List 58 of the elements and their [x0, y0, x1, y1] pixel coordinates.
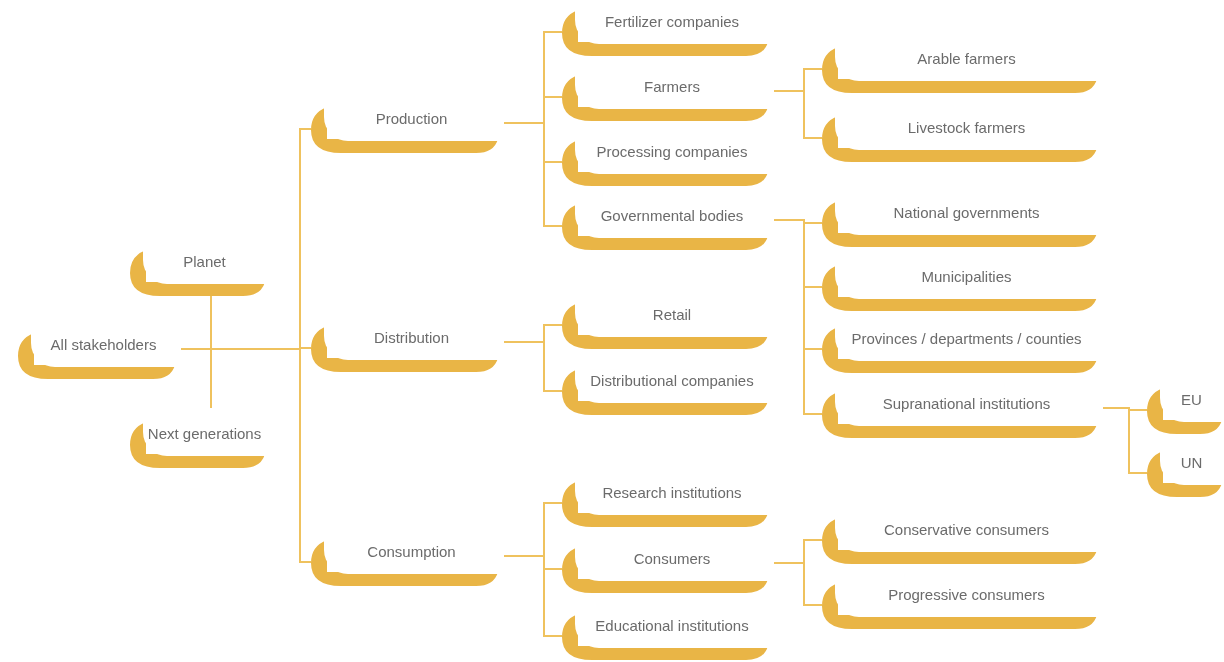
tab-node — [822, 518, 1097, 564]
tab-node — [822, 583, 1097, 629]
tab-node — [562, 10, 768, 56]
tab-node — [130, 422, 265, 468]
tab-node — [822, 392, 1097, 438]
tab-node — [18, 333, 175, 379]
node-label: EU — [1180, 390, 1203, 410]
tab-node — [311, 326, 498, 372]
connector-line — [503, 555, 563, 637]
connector-line — [773, 562, 823, 606]
node-label: Next generations — [146, 424, 263, 444]
tab-node — [562, 547, 768, 593]
tab-node — [562, 303, 768, 349]
node-label: Supranational institutions — [881, 394, 1052, 414]
node-label: Provinces / departments / counties — [850, 329, 1083, 349]
tab-node — [1147, 451, 1222, 497]
node-label: Governmental bodies — [599, 206, 745, 226]
tab-node — [562, 204, 768, 250]
node-label: Production — [374, 109, 449, 129]
tab-node — [311, 107, 498, 153]
tab-node — [822, 327, 1097, 373]
node-label: Municipalities — [920, 267, 1013, 287]
node-label: Farmers — [643, 77, 701, 97]
tab-node — [562, 140, 768, 186]
node-label: Progressive consumers — [887, 585, 1046, 605]
tab-node — [822, 265, 1097, 311]
tab-node — [822, 201, 1097, 247]
node-label: Retail — [651, 305, 693, 325]
connector-line — [503, 122, 563, 227]
node-label: Planet — [182, 252, 227, 272]
tab-node — [130, 250, 265, 296]
node-label: Livestock farmers — [906, 118, 1027, 138]
node-label: Consumers — [632, 549, 712, 569]
node-label: Consumption — [366, 542, 457, 562]
node-label: UN — [1179, 453, 1204, 473]
connector-line — [503, 341, 563, 392]
node-label: Conservative consumers — [882, 520, 1051, 540]
connector-line — [180, 348, 312, 563]
tab-node — [562, 481, 768, 527]
tab-node — [562, 614, 768, 660]
tab-node — [311, 540, 498, 586]
connector-line — [773, 90, 823, 139]
node-label: Distributional companies — [589, 371, 755, 391]
connector-line — [210, 295, 212, 409]
tab-node — [1147, 388, 1222, 434]
node-label: All stakeholders — [49, 335, 158, 355]
connector-line — [1102, 407, 1148, 474]
node-label: Research institutions — [601, 483, 743, 503]
node-label: Arable farmers — [916, 49, 1017, 69]
tab-node — [822, 116, 1097, 162]
tab-node — [562, 369, 768, 415]
tab-node — [822, 47, 1097, 93]
node-label: Educational institutions — [594, 616, 750, 636]
node-label: Distribution — [373, 328, 450, 348]
node-label: National governments — [892, 203, 1041, 223]
tab-node — [562, 75, 768, 121]
node-label: Processing companies — [595, 142, 749, 162]
node-label: Fertilizer companies — [603, 12, 741, 32]
